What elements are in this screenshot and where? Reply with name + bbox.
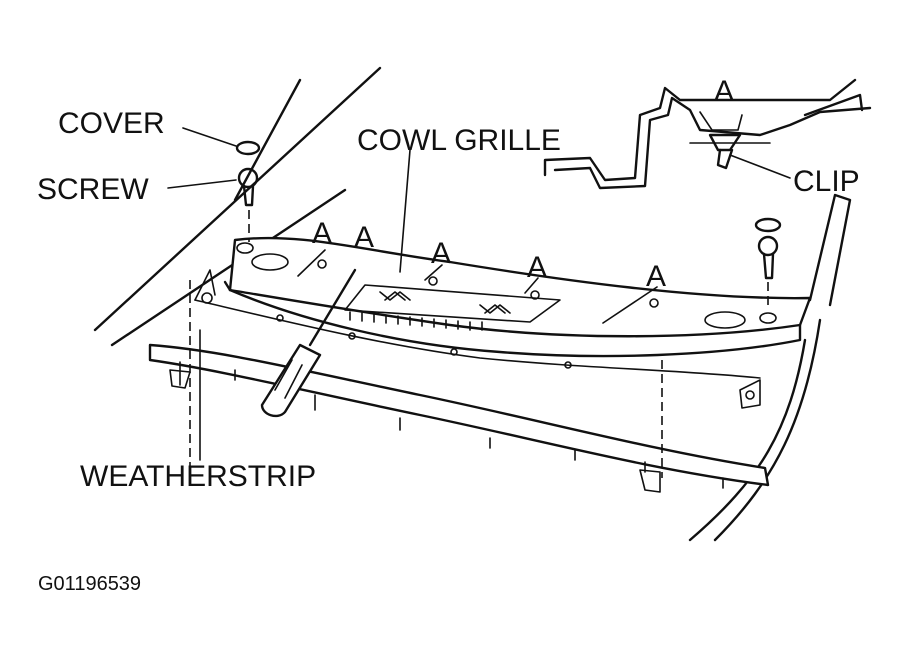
screw-head-left [237, 167, 259, 189]
clip-marker-a-detail: A [714, 75, 734, 108]
cowl-grille-vent [344, 284, 561, 323]
clip-marker-a-4: A [527, 251, 547, 284]
screw-head-right [757, 235, 779, 257]
clip-label: CLIP [793, 165, 860, 198]
clip-marker-a-5: A [646, 260, 666, 293]
cover-cap-left [235, 140, 261, 156]
clip-marker-a-3: A [431, 237, 451, 270]
cowl-grille-panel [194, 236, 812, 379]
hood-outline [93, 66, 852, 542]
cover-and-screw-left [235, 140, 261, 242]
leader-lines [167, 127, 791, 461]
clip-detail-section [543, 78, 872, 190]
clip-marker-a-2: A [354, 221, 374, 254]
cowl-grille-hole-left [251, 253, 289, 271]
cover-and-screw-right [754, 217, 782, 310]
alignment-dashed-lines [189, 280, 663, 478]
screw-label: SCREW [37, 173, 149, 206]
screwdriver [260, 268, 357, 418]
weatherstrip-label: WEATHERSTRIP [80, 460, 316, 493]
cover-label: COVER [58, 107, 165, 140]
cowl-grille-hole-right [704, 311, 746, 329]
cowl-grille-label: COWL GRILLE [357, 124, 561, 157]
cover-cap-right [754, 217, 782, 233]
clip-marker-a-1: A [312, 217, 332, 250]
figure-code: G01196539 [38, 573, 141, 595]
